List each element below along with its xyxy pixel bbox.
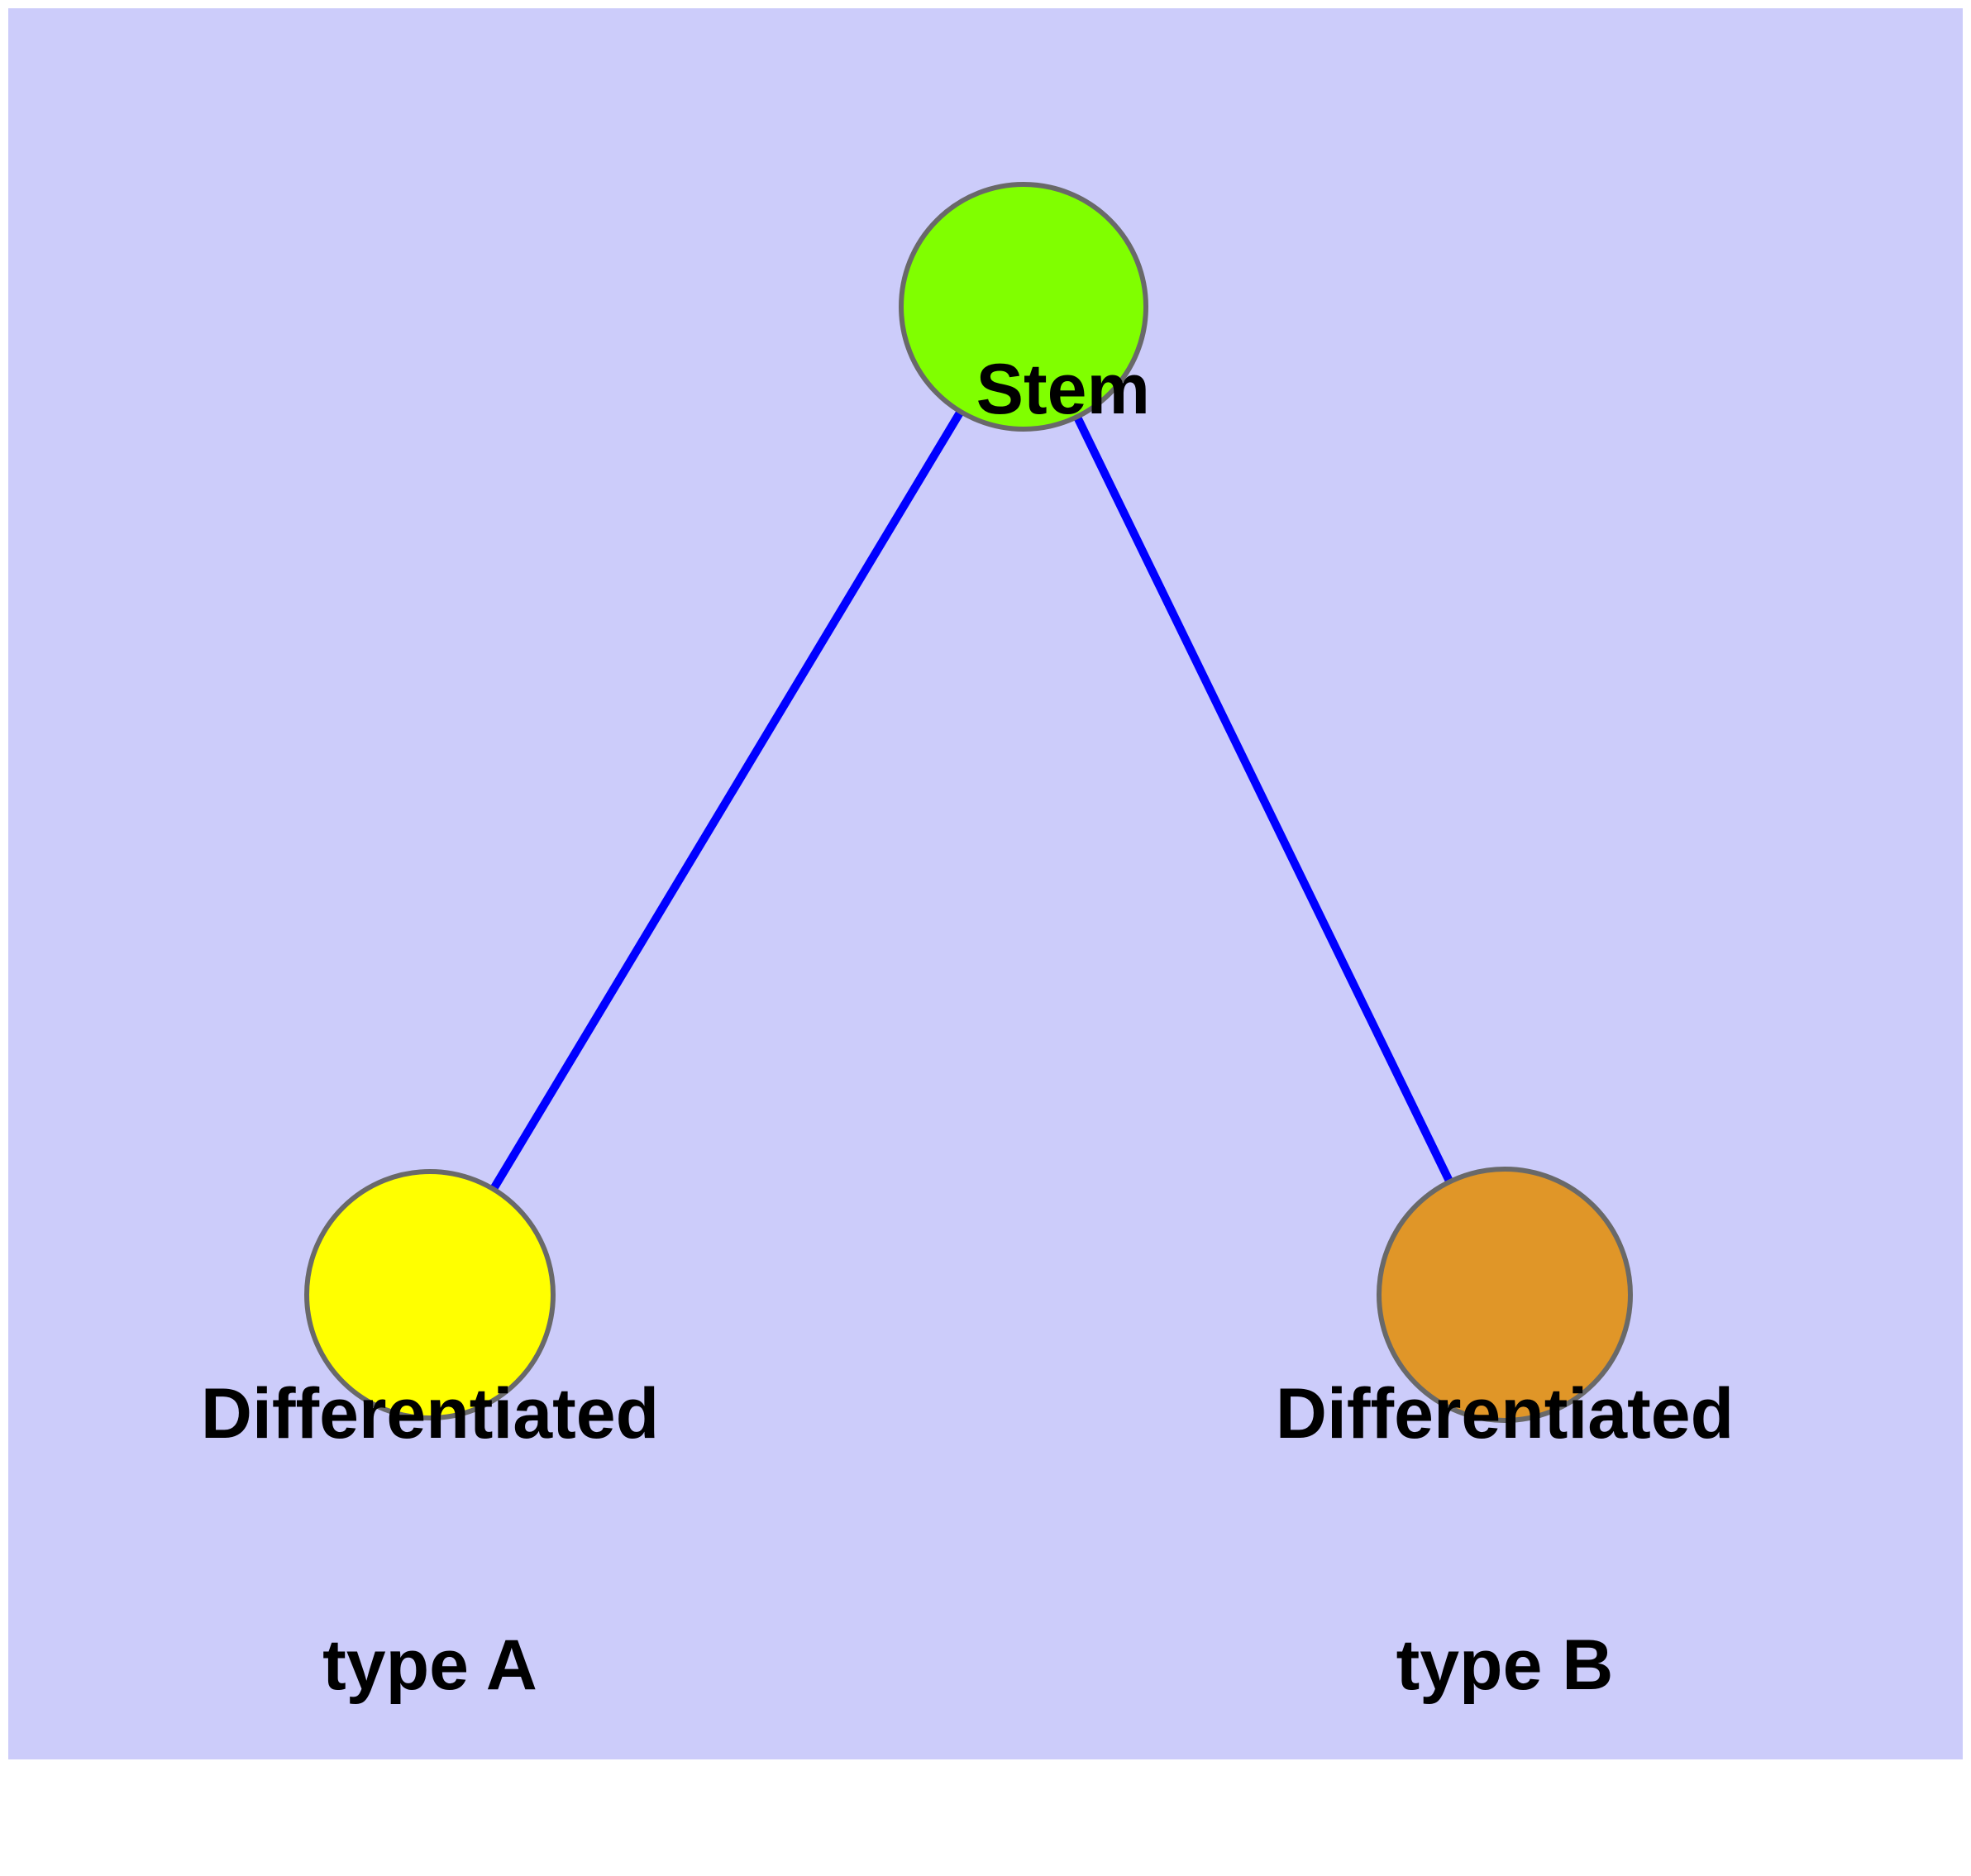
graph-svg xyxy=(304,182,1633,1423)
node-differentiated-type-a[interactable] xyxy=(304,1169,556,1420)
node-layer xyxy=(304,182,1633,1423)
edge-stem-to-differentiated-type-b xyxy=(1019,304,1509,1297)
edge-stem-to-differentiated-type-a xyxy=(426,304,1028,1297)
diagram-canvas: Stem Differentiated type A Differentiate… xyxy=(8,8,1963,1759)
edge-layer xyxy=(426,304,1509,1297)
node-differentiated-type-b[interactable] xyxy=(1377,1167,1633,1423)
node-stem[interactable] xyxy=(899,182,1148,432)
